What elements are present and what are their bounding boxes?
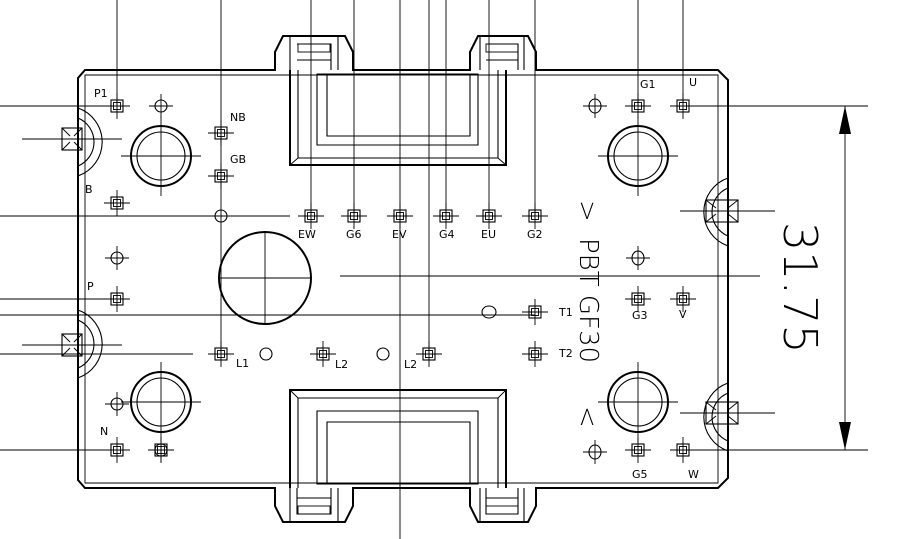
dimension-annotation: 31.75 <box>773 106 851 450</box>
left-clip-upper <box>61 107 103 177</box>
label-g1: G1 <box>640 78 656 91</box>
pin-v <box>670 286 696 312</box>
bottom-window <box>289 389 507 488</box>
pin-g5 <box>625 437 651 463</box>
label-t1: T1 <box>558 306 573 319</box>
label-w: W <box>688 468 699 481</box>
material-text: PBT GF30 <box>573 238 603 363</box>
small-holes <box>105 94 650 464</box>
label-g6: G6 <box>346 228 362 241</box>
arrow-bottom: < <box>572 406 602 428</box>
pin-ew <box>298 203 324 229</box>
label-n: N <box>100 425 108 438</box>
label-b: B <box>85 183 93 196</box>
left-clip-lower <box>61 309 103 379</box>
label-g5: G5 <box>632 468 648 481</box>
dimension-arrow-bottom <box>839 422 851 450</box>
pin-t2 <box>522 341 548 367</box>
label-g2: G2 <box>527 228 543 241</box>
label-t2: T2 <box>558 347 573 360</box>
pin-p1 <box>104 93 130 119</box>
label-gb: GB <box>230 153 246 166</box>
pin-l2-left <box>310 341 336 367</box>
pin-labels: P1 NB GB B P N L1 L2 L2 EW G6 EV G4 EU G… <box>85 76 699 481</box>
label-g3: G3 <box>632 309 648 322</box>
pin-t1 <box>522 299 548 325</box>
label-p: P <box>87 280 94 293</box>
pin-n-right <box>148 437 174 463</box>
label-l1: L1 <box>236 357 249 370</box>
pin-g2 <box>522 203 548 229</box>
pin-p <box>104 286 130 312</box>
pin-gb <box>208 163 234 189</box>
pin-g4 <box>433 203 459 229</box>
arrow-top: > <box>572 200 602 222</box>
pin-g3 <box>625 286 651 312</box>
top-right-latch <box>479 36 525 70</box>
label-l2-left: L2 <box>335 358 348 371</box>
pin-g6 <box>341 203 367 229</box>
pin-n <box>104 437 130 463</box>
right-clip-lower <box>703 382 739 452</box>
dimension-arrow-top <box>839 106 851 134</box>
pin-l2-right <box>416 341 442 367</box>
pin-ev <box>387 203 413 229</box>
center-round-hole <box>218 231 312 325</box>
pin-b <box>104 190 130 216</box>
label-v: V <box>679 308 687 321</box>
top-left-latch <box>289 36 339 70</box>
pin-u <box>670 93 696 119</box>
label-u: U <box>689 76 697 89</box>
material-marking: PBT GF30 > < <box>572 200 603 428</box>
label-l2-right: L2 <box>404 358 417 371</box>
leader-lines <box>0 0 868 539</box>
pin-eu <box>476 203 502 229</box>
top-window <box>289 70 507 166</box>
label-eu: EU <box>481 228 496 241</box>
label-nb: NB <box>230 111 246 124</box>
label-p1: P1 <box>94 87 108 100</box>
right-clip-upper <box>703 177 739 247</box>
contact-pins <box>104 93 696 463</box>
pin-g1 <box>625 93 651 119</box>
bottom-left-latch <box>289 488 339 522</box>
mounting-bosses <box>121 116 678 442</box>
bottom-right-latch <box>479 488 525 522</box>
label-g4: G4 <box>439 228 455 241</box>
housing-outline <box>77 35 729 523</box>
pin-l1 <box>208 341 234 367</box>
dimension-value: 31.75 <box>773 222 827 354</box>
pin-w <box>670 437 696 463</box>
pin-nb <box>208 120 234 146</box>
label-ew: EW <box>298 228 316 241</box>
label-ev: EV <box>392 228 407 241</box>
